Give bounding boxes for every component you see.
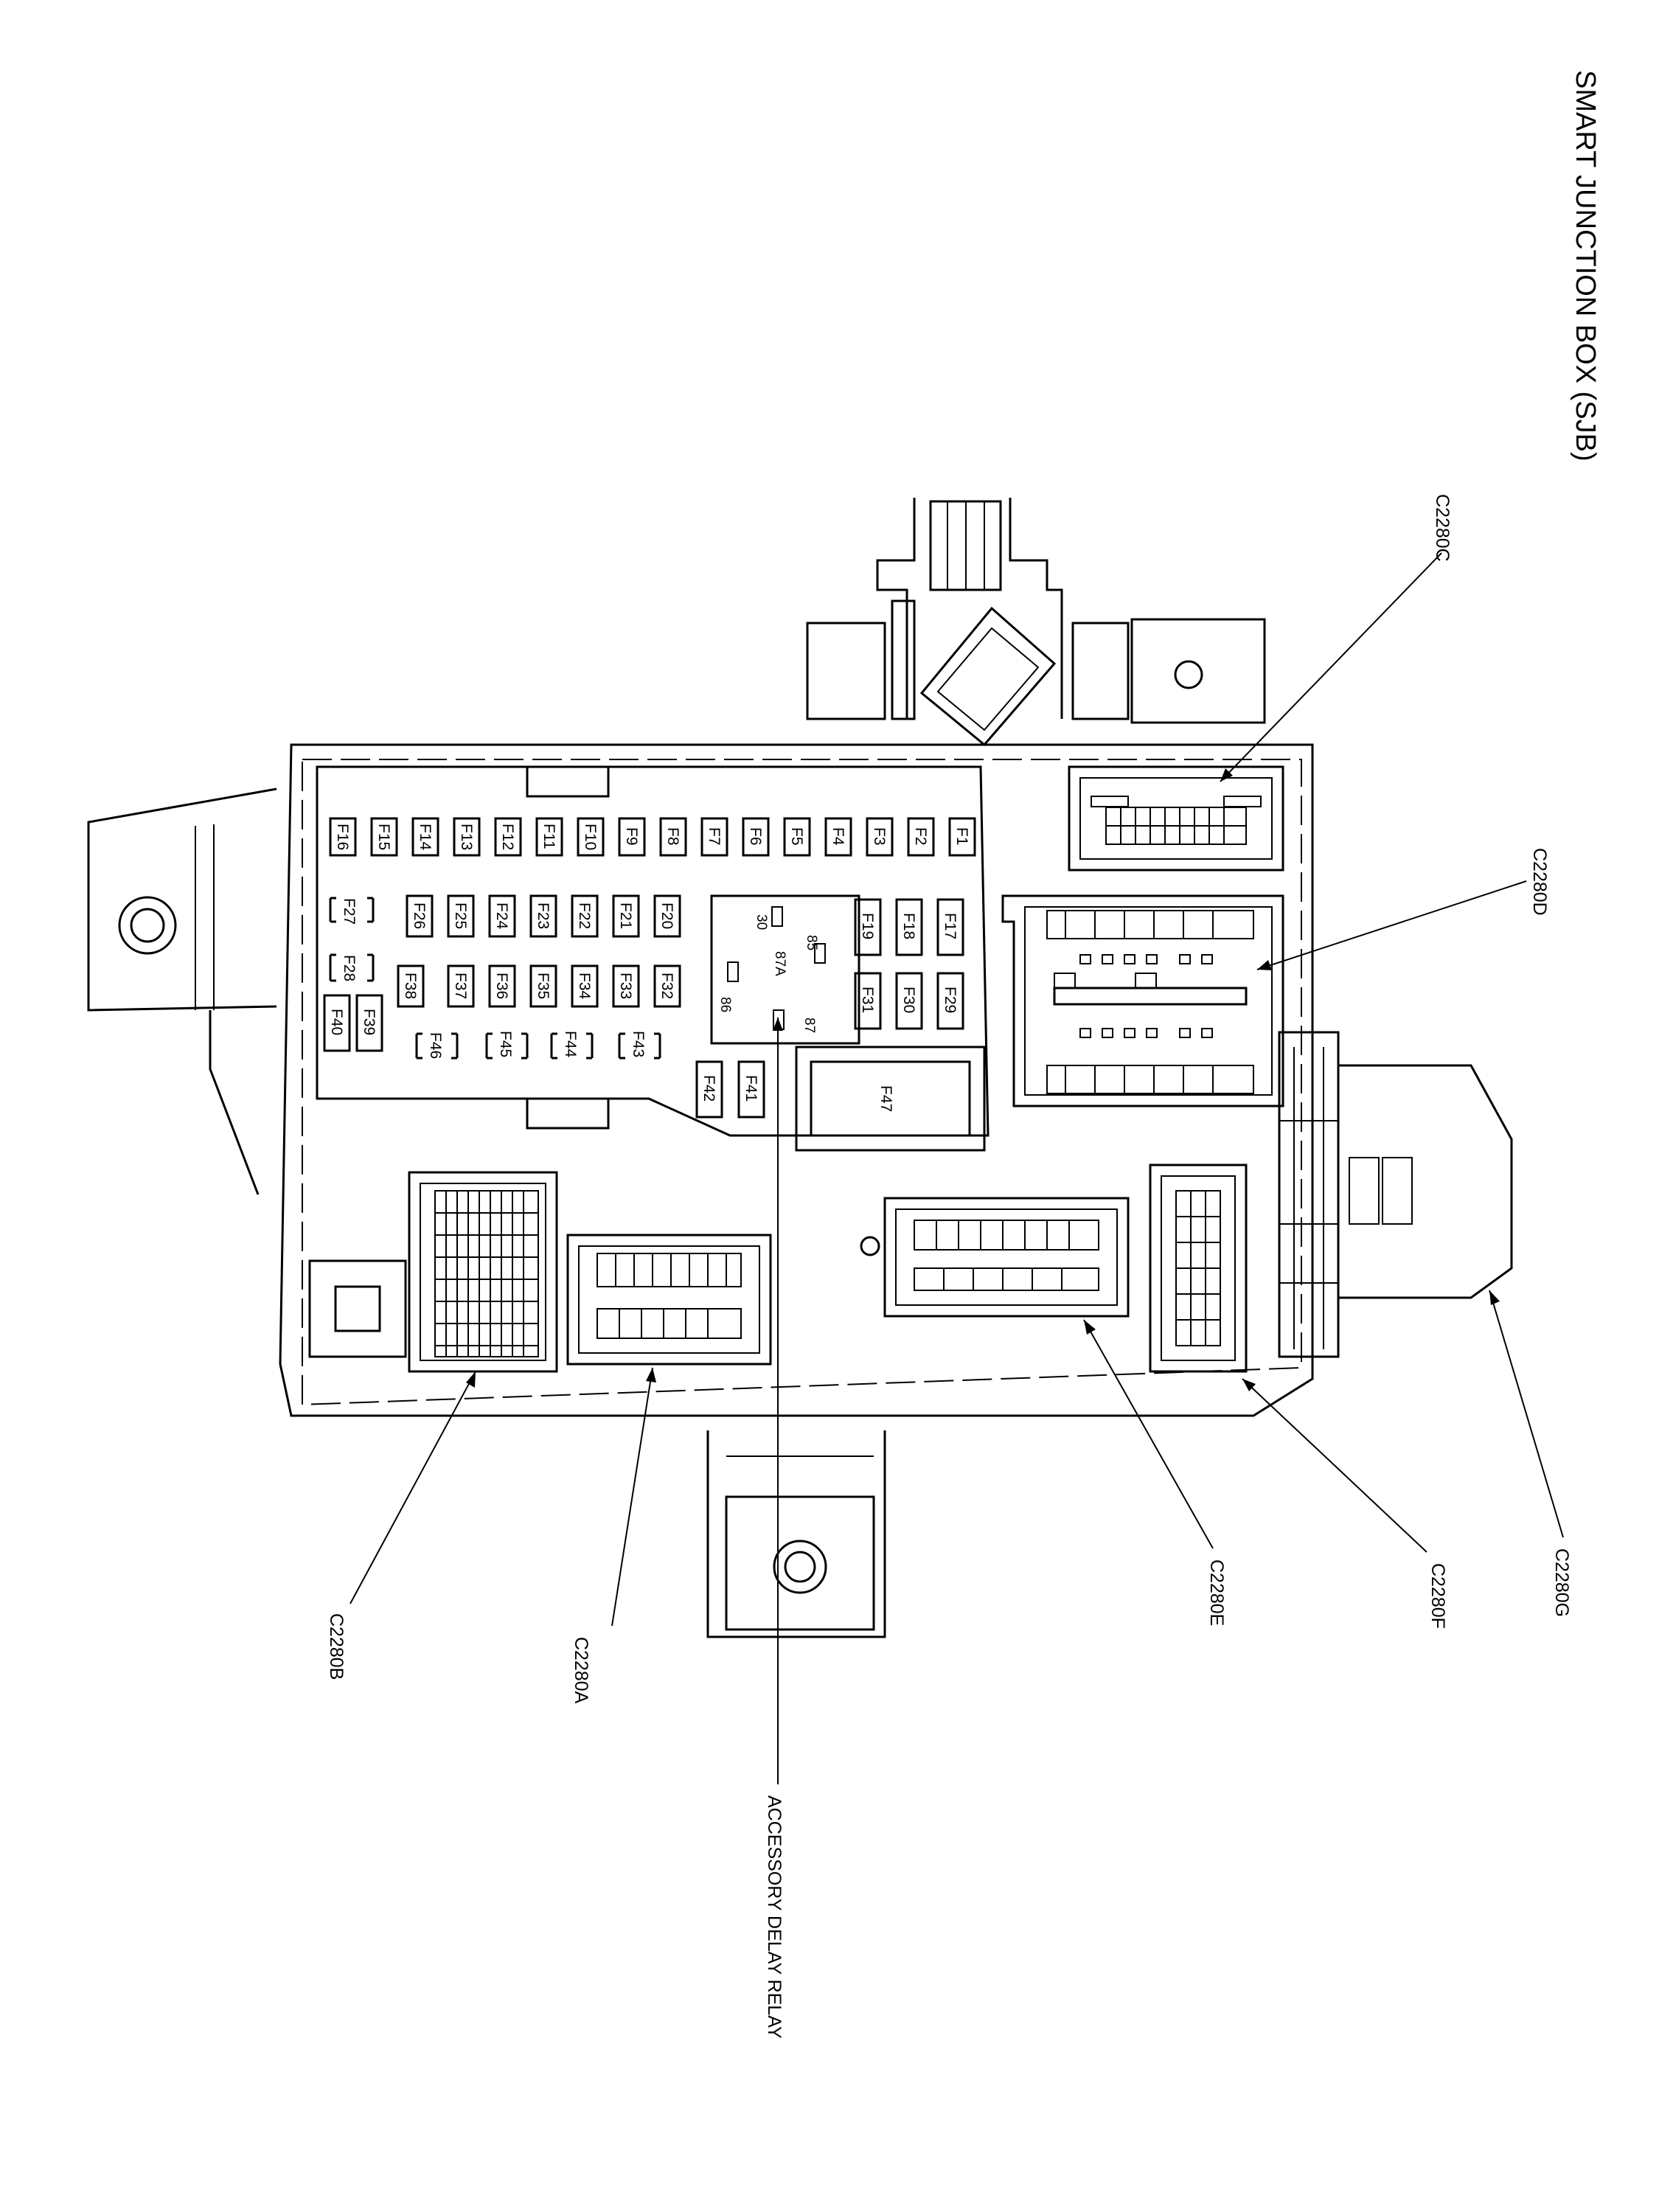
fuse-f47: F47 — [877, 1085, 894, 1112]
accessory-delay-relay: 30 85 87A 86 87 — [717, 906, 826, 1033]
fuse-f14: F14 — [417, 824, 434, 851]
label-c2280c: C2280C — [1432, 494, 1453, 562]
fuse-f7: F7 — [706, 827, 723, 846]
fuse-f42: F42 — [700, 1075, 717, 1102]
fuse-f5: F5 — [788, 827, 805, 846]
fuse-slot-f28: F28 — [341, 955, 358, 981]
fuse-f6: F6 — [747, 827, 764, 846]
page-title: SMART JUNCTION BOX (SJB) — [1570, 70, 1601, 462]
fuse-f19: F19 — [859, 913, 876, 939]
fuse-f24: F24 — [493, 902, 510, 930]
fuse-f22: F22 — [576, 902, 593, 929]
connector-c2280f — [1149, 1164, 1248, 1373]
fuse-f35: F35 — [535, 973, 552, 999]
fuse-f1: F1 — [953, 827, 970, 846]
fuse-f13: F13 — [458, 824, 475, 850]
fuse-f34: F34 — [576, 973, 593, 1000]
connector-c2280e — [860, 1197, 1130, 1318]
fuse-f33: F33 — [617, 973, 634, 999]
label-c2280f: C2280F — [1427, 1563, 1448, 1629]
fuse-f29: F29 — [942, 987, 959, 1013]
leader-lines — [349, 552, 1564, 1784]
fuse-f3: F3 — [871, 827, 888, 846]
label-c2280g: C2280G — [1551, 1548, 1572, 1617]
fuse-f20: F20 — [658, 902, 675, 929]
fuse-f12: F12 — [499, 824, 516, 850]
fuse-f2: F2 — [912, 827, 929, 846]
bottom-mounting-ear — [706, 1430, 886, 1638]
fuse-f10: F10 — [582, 824, 599, 850]
relay-pin-86: 86 — [717, 997, 733, 1012]
fuse-f16: F16 — [334, 824, 351, 850]
connector-c2280a — [566, 1234, 772, 1366]
label-c2280a: C2280A — [571, 1637, 591, 1704]
fuse-row-1: F16 F15 F14 F13 F12 F11 F10 F9 F8 F7 F6 … — [329, 817, 976, 857]
fuse-f36: F36 — [493, 973, 510, 999]
fuse-f41: F41 — [742, 1075, 759, 1102]
fuse-f31: F31 — [859, 987, 876, 1013]
fuse-f17: F17 — [942, 913, 959, 939]
fuse-row-3: F38 F37 F36 F35 F34 F33 F32 F31 F30 F29 … — [323, 964, 964, 1052]
fuse-slot-f45: F45 — [497, 1031, 514, 1057]
relay-pin-30: 30 — [754, 914, 769, 930]
fuse-f8: F8 — [664, 827, 681, 846]
fuse-bottom: F42 F41 F47 — [695, 1060, 894, 1119]
left-lower-tab — [308, 1259, 407, 1358]
label-c2280e: C2280E — [1206, 1559, 1227, 1626]
housing-outline — [279, 743, 1314, 1417]
empty-fuse-slots-lower: F46 F45 F44 F43 — [415, 1031, 661, 1060]
fuse-f25: F25 — [452, 902, 469, 929]
fuse-f21: F21 — [617, 902, 634, 929]
fuse-f39: F39 — [361, 1009, 378, 1035]
fuse-f15: F15 — [375, 824, 392, 850]
fuse-f30: F30 — [900, 987, 917, 1013]
connector-c2280d — [1001, 894, 1284, 1107]
top-mounting-bracket — [806, 498, 1266, 747]
left-mounting-ear — [87, 787, 277, 1195]
fuse-slot-f43: F43 — [630, 1031, 647, 1057]
fuse-f23: F23 — [535, 902, 552, 929]
empty-fuse-slots-upper: F27 F28 — [329, 897, 375, 982]
relay-pin-85: 85 — [804, 935, 819, 950]
fuse-f40: F40 — [328, 1009, 345, 1035]
fuse-f11: F11 — [540, 824, 557, 849]
fuse-f38: F38 — [402, 973, 419, 999]
relay-pin-87: 87 — [801, 1018, 817, 1033]
fuse-f37: F37 — [452, 973, 469, 999]
connector-c2280c — [1068, 765, 1284, 872]
relay-pin-87a: 87A — [772, 951, 787, 976]
fuse-f26: F26 — [411, 902, 428, 929]
fuse-f32: F32 — [658, 973, 675, 999]
label-accessory-delay-relay: ACCESSORY DELAY RELAY — [764, 1795, 785, 2039]
fuse-slot-f27: F27 — [341, 898, 358, 925]
fuse-f18: F18 — [900, 913, 917, 939]
connector-c2280g — [1278, 1031, 1513, 1358]
fuse-row-2: F26 F25 F24 F23 F22 F21 F20 F19 F18 F17 — [406, 894, 964, 956]
fuse-slot-f46: F46 — [427, 1032, 444, 1059]
label-c2280d: C2280D — [1529, 848, 1550, 916]
fuse-slot-f44: F44 — [562, 1031, 579, 1058]
connector-c2280b — [408, 1171, 558, 1373]
label-c2280b: C2280B — [326, 1613, 347, 1680]
fuse-f4: F4 — [830, 827, 846, 846]
fuse-f9: F9 — [623, 827, 640, 846]
